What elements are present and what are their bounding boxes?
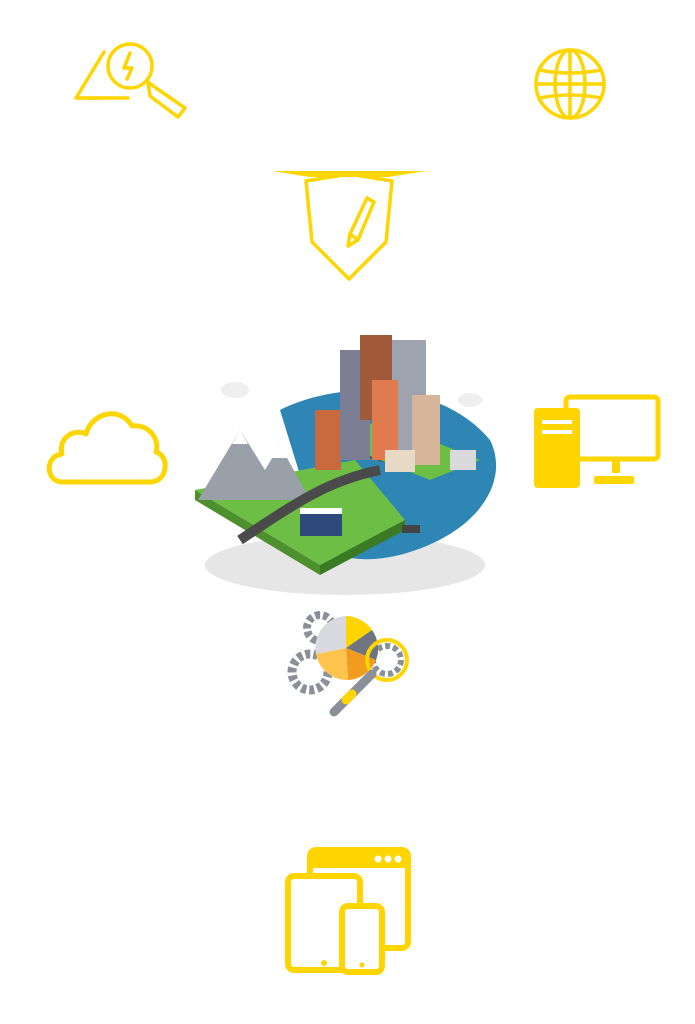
analytics-gears-icon <box>286 608 416 720</box>
globe-icon <box>532 46 608 122</box>
desktop-computer-icon <box>532 394 662 490</box>
responsive-devices-icon <box>284 846 414 976</box>
cloud-icon <box>40 402 170 490</box>
shield-pen-icon <box>268 168 430 286</box>
search-alert-icon <box>70 38 190 120</box>
isometric-city-illustration <box>180 320 510 610</box>
